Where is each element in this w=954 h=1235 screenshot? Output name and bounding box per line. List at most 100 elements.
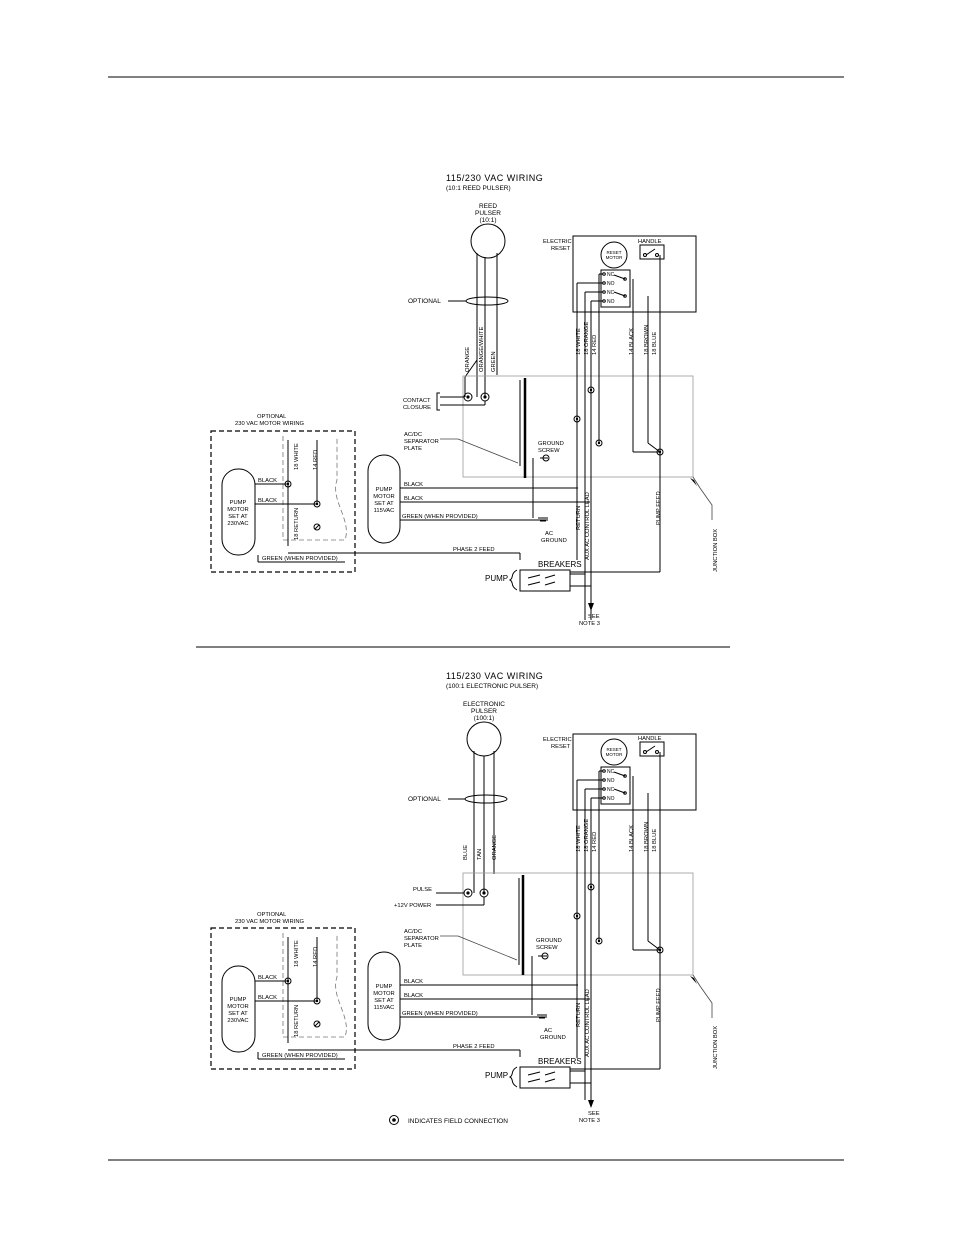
return-label: RETURN (576, 506, 582, 530)
pump-motor-115 (367, 951, 401, 1041)
contact-closure-label: CONTACT (403, 398, 431, 404)
pump-motor-label: MOTOR (373, 494, 394, 500)
diagram-reed-pulser: 115/230 VAC WIRING (10:1 REED PULSER) RE… (210, 173, 719, 627)
optional-label: OPTIONAL (408, 796, 441, 803)
handle-switch (639, 741, 665, 757)
separator-label: AC/DC (404, 432, 422, 438)
conductor-label: ORANGE/WHITE (479, 326, 485, 372)
separator-label: SEPARATOR (404, 439, 439, 445)
junction-box (462, 375, 694, 478)
separator-label: PLATE (404, 446, 422, 452)
breakers-box (519, 569, 571, 592)
electric-reset-box (572, 733, 697, 811)
pump-motor-115 (367, 454, 401, 544)
reset-motor-label: MOTOR (606, 752, 623, 757)
pump-motor-230 (221, 965, 256, 1053)
ac-ground-label: AC (545, 531, 553, 537)
breakers-box (519, 1066, 571, 1089)
see-note-label: SEE (588, 614, 600, 620)
ac-ground-label: AC (544, 1028, 552, 1034)
pump-motor-label: PUMP (376, 984, 393, 990)
contact-label: NC (607, 769, 615, 775)
diagram-title: 115/230 VAC WIRING (446, 173, 543, 183)
pulser-circle (466, 721, 502, 757)
pulser-label: ELECTRONIC (463, 701, 505, 708)
pump-motor-label: MOTOR (373, 991, 394, 997)
reset-motor-label: RESET (606, 747, 621, 752)
black-label: BLACK (404, 979, 423, 985)
see-note-label: NOTE 3 (579, 621, 600, 627)
wire-label: 14 RED (592, 832, 598, 852)
pump-motor-230-label: MOTOR (227, 507, 248, 513)
handle-label: HANDLE (638, 239, 662, 245)
ground-screw-label: GROUND (538, 441, 564, 447)
green-label: GREEN (WHEN PROVIDED) (402, 1011, 478, 1017)
pulser-label: PULSER (475, 210, 501, 217)
pump-motor-230 (221, 468, 256, 556)
pulser-circle (470, 223, 506, 259)
black-label: BLACK (258, 498, 277, 504)
breakers-label: BREAKERS (538, 560, 582, 569)
wire-label: 18 RETURN (294, 1005, 300, 1037)
wire-label: 18 WHITE (294, 443, 300, 470)
wire-label: 18 WHITE (576, 328, 582, 355)
ac-ground-label: GROUND (540, 1035, 566, 1041)
black-label: BLACK (404, 993, 423, 999)
diagram-title: 115/230 VAC WIRING (446, 671, 543, 681)
see-note-label: SEE (588, 1111, 600, 1117)
aux-label: AUX AC CONTROL LEAD (585, 989, 591, 1057)
contact-label: NO (607, 281, 615, 287)
pump-motor-230-label: SET AT (228, 1011, 248, 1017)
optional-230-label: 230 VAC MOTOR WIRING (235, 421, 305, 427)
conductor-label: ORANGE (492, 835, 498, 860)
wire-label: 18 BROWN (644, 822, 650, 852)
optional-230-label: OPTIONAL (257, 414, 287, 420)
junction-box-label: JUNCTION BOX (713, 1026, 719, 1069)
pump-motor-label: 115VAC (374, 508, 395, 514)
black-label: BLACK (404, 482, 423, 488)
contact-label: NO (607, 796, 615, 802)
pump-motor-230-label: SET AT (228, 514, 248, 520)
electric-reset-label: RESET (551, 744, 571, 750)
pump-motor-230-label: MOTOR (227, 1004, 248, 1010)
separator-label: PLATE (404, 943, 422, 949)
legend-text: INDICATES FIELD CONNECTION (408, 1118, 508, 1125)
pump-motor-label: SET AT (374, 998, 394, 1004)
green-label: GREEN (WHEN PROVIDED) (402, 514, 478, 520)
black-label: BLACK (258, 975, 277, 981)
contact-label: NC (607, 787, 615, 793)
pulser-label: (10:1) (480, 217, 497, 224)
junction-box (462, 872, 694, 976)
green-230-label: GREEN (WHEN PROVIDED) (262, 1053, 338, 1059)
pump-motor-230-label: 230VAC (227, 1018, 248, 1024)
contact-label: NC (607, 290, 615, 296)
separator-label: SEPARATOR (404, 936, 439, 942)
electric-reset-label: ELECTRIC (543, 239, 572, 245)
diagram-electronic-pulser: 115/230 VAC WIRING (100:1 ELECTRONIC PUL… (210, 671, 719, 1125)
pump-motor-230-label: PUMP (230, 997, 247, 1003)
pump-motor-label: SET AT (374, 501, 394, 507)
pump-label: PUMP (485, 574, 508, 583)
see-note-label: NOTE 3 (579, 1118, 600, 1124)
wire-label: 18 BROWN (644, 325, 650, 355)
separator-label: AC/DC (404, 929, 422, 935)
electric-reset-label: RESET (551, 246, 571, 252)
optional-label: OPTIONAL (408, 298, 441, 305)
optional-shield (465, 296, 509, 306)
diagram-subtitle: (100:1 ELECTRONIC PULSER) (446, 683, 538, 690)
junction-box-label: JUNCTION BOX (713, 529, 719, 572)
optional-shield (464, 794, 508, 804)
return-label: RETURN (576, 1003, 582, 1027)
wire-label: 18 ORANGE (584, 819, 590, 852)
contact-label: NO (607, 778, 615, 784)
conductor-label: BLUE (463, 845, 469, 860)
ac-ground-label: GROUND (541, 538, 567, 544)
conductor-label: TAN (477, 849, 483, 860)
contact-closure-label: CLOSURE (403, 405, 431, 411)
conductor-label: ORANGE (465, 347, 471, 372)
electric-reset-box (572, 235, 697, 313)
pump-motor-label: 115VAC (374, 1005, 395, 1011)
reset-motor (600, 738, 628, 766)
contact-label: NC (607, 272, 615, 278)
reset-motor-label: MOTOR (606, 255, 623, 260)
